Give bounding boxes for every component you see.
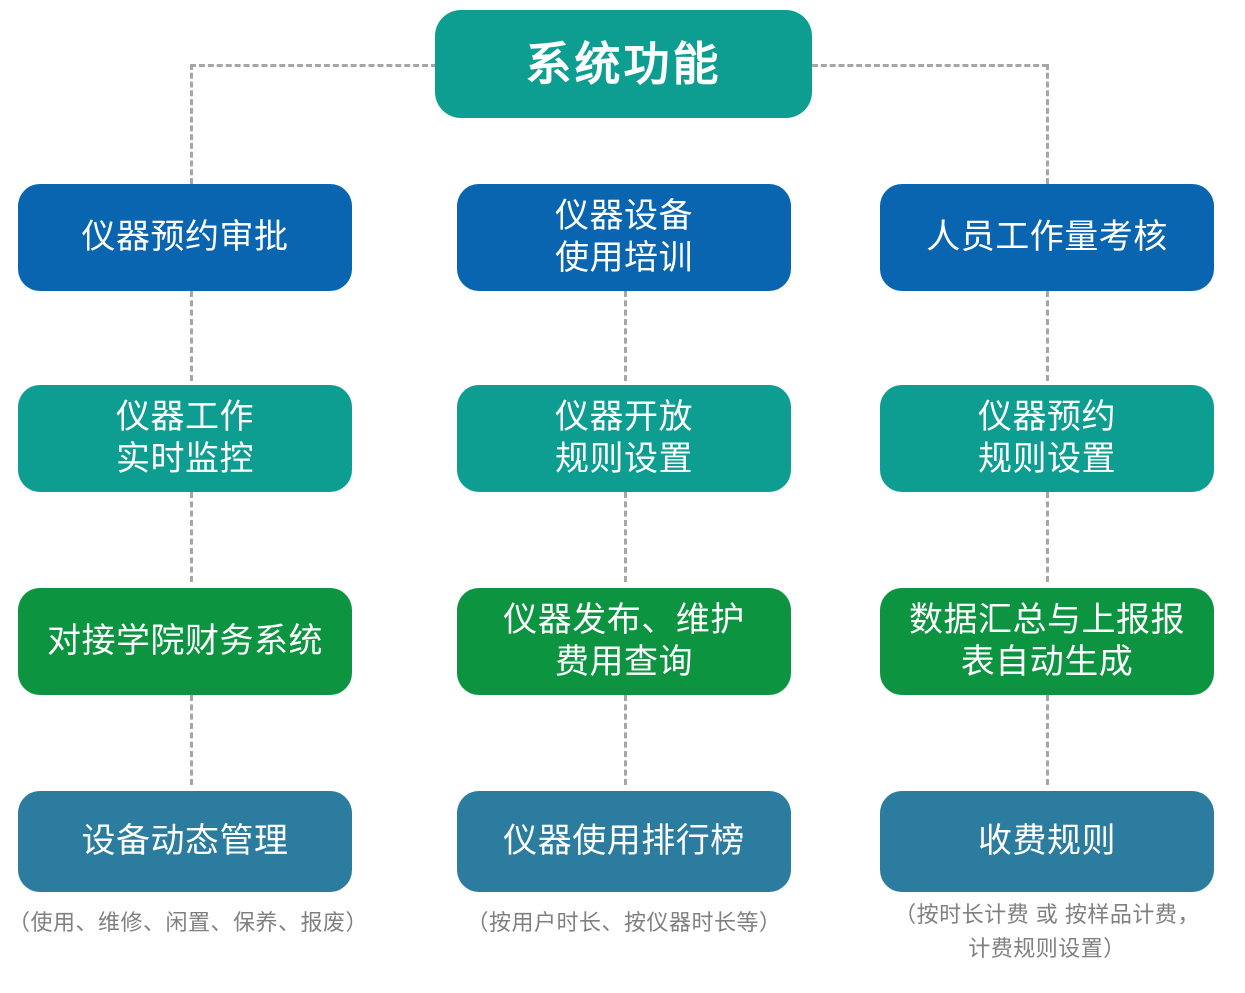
node-left-row3[interactable]: 对接学院财务系统 [18,588,352,695]
node-middle-row2[interactable]: 仪器开放 规则设置 [457,385,791,492]
node-left-row2[interactable]: 仪器工作 实时监控 [18,385,352,492]
connector-right-r3-r4 [1046,695,1049,785]
node-right-row4[interactable]: 收费规则 [880,791,1214,892]
connector-right-r1-r2 [1046,291,1049,381]
connector-middle-r3-r4 [624,695,627,785]
caption-left: （使用、维修、闲置、保养、报废） [8,910,369,935]
node-middle-row3[interactable]: 仪器发布、维护 费用查询 [457,588,791,695]
diagram-title-node[interactable]: 系统功能 [435,10,812,118]
connector-title-to-right-horizontal [812,64,1048,67]
connector-title-to-left-vertical [190,64,193,184]
node-right-row2[interactable]: 仪器预约 规则设置 [880,385,1214,492]
connector-right-r2-r3 [1046,492,1049,582]
node-right-row3[interactable]: 数据汇总与上报报 表自动生成 [880,588,1214,695]
connector-left-r1-r2 [190,291,193,381]
node-middle-row1[interactable]: 仪器设备 使用培训 [457,184,791,291]
connector-title-to-left-horizontal [190,64,437,67]
connector-left-r3-r4 [190,695,193,785]
connector-middle-r2-r3 [624,492,627,582]
node-left-row4[interactable]: 设备动态管理 [18,791,352,892]
caption-middle: （按用户时长、按仪器时长等） [466,910,782,935]
node-right-row1[interactable]: 人员工作量考核 [880,184,1214,291]
connector-title-to-right-vertical [1046,64,1049,184]
node-middle-row4[interactable]: 仪器使用排行榜 [457,791,791,892]
caption-right: （按时长计费 或 按样品计费， 计费规则设置） [894,902,1200,962]
connector-middle-r1-r2 [624,291,627,381]
node-left-row1[interactable]: 仪器预约审批 [18,184,352,291]
connector-left-r2-r3 [190,492,193,582]
